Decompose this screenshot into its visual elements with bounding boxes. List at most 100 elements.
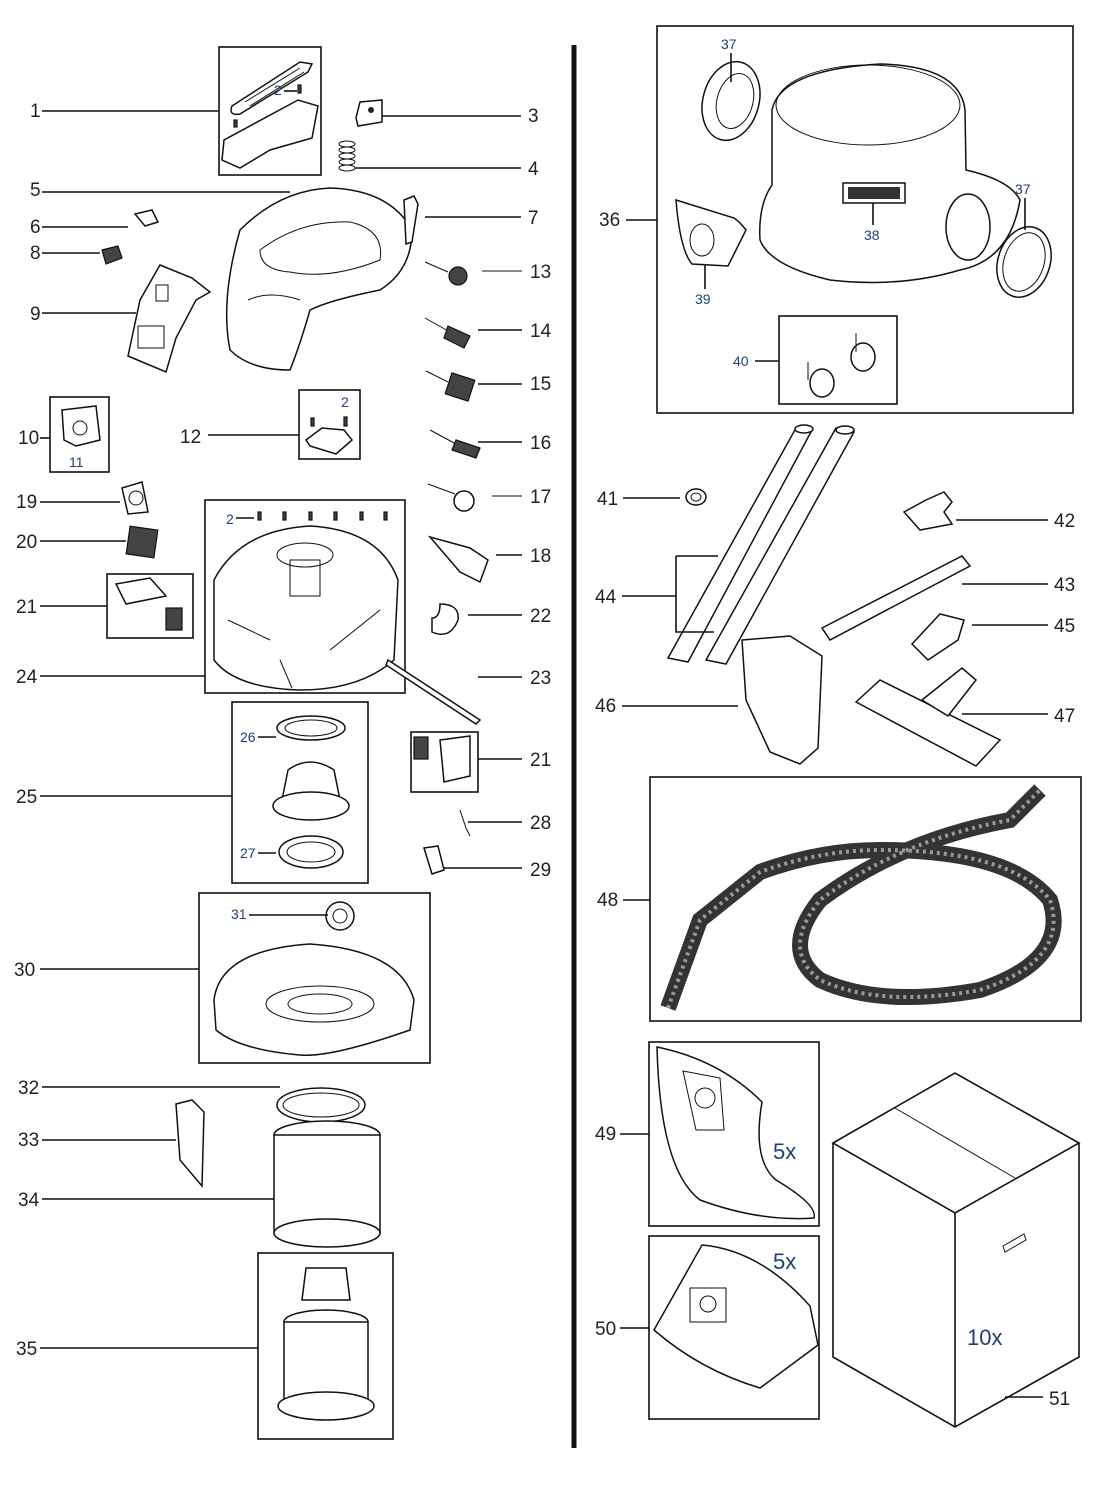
label-35: 35 [16, 1339, 37, 1360]
part-6-clip [133, 209, 160, 227]
label-15: 15 [530, 374, 551, 395]
part-49-paper-filter-bag [648, 1041, 820, 1227]
label-16: 16 [530, 433, 551, 454]
part-5-motor-cover [225, 187, 413, 371]
label-43: 43 [1054, 575, 1075, 596]
label-20: 20 [16, 532, 37, 553]
label-7: 7 [528, 208, 539, 229]
part-48-suction-hose [649, 776, 1082, 1022]
label-23: 23 [530, 668, 551, 689]
part-43-crevice-tool [820, 555, 972, 641]
label-3: 3 [528, 106, 539, 127]
part-47-floor-nozzle [854, 667, 1002, 767]
part-33-flap [175, 1099, 205, 1188]
part-4-spring [338, 140, 356, 172]
label-2-screw-b: 2 [341, 394, 349, 410]
label-9: 9 [30, 304, 41, 325]
label-24: 24 [16, 667, 38, 688]
part-22-hook [431, 603, 459, 635]
part-23-cable-strap [385, 658, 482, 725]
label-11: 11 [69, 454, 84, 470]
part-51-carton [831, 1072, 1081, 1428]
part-34-cartridge-filter [273, 1120, 381, 1248]
part-30-filter-housing [198, 892, 431, 1064]
label-19: 19 [16, 492, 37, 513]
part-9-switch-housing [127, 264, 212, 374]
label-13: 13 [530, 262, 551, 283]
part-14-plug [424, 317, 471, 349]
part-3-latch [355, 99, 383, 127]
label-2-screw-c: 2 [226, 511, 234, 527]
label-51: 51 [1049, 1389, 1070, 1410]
part-19-seal [121, 481, 149, 515]
part-17-plug [427, 483, 475, 512]
part-31-sensor [325, 901, 355, 931]
label-41: 41 [597, 489, 618, 510]
part-41-clip [685, 488, 707, 506]
label-46: 46 [595, 696, 616, 717]
label-36: 36 [599, 210, 620, 231]
label-50: 50 [595, 1319, 616, 1340]
label-30: 30 [14, 960, 35, 981]
label-28: 28 [530, 813, 551, 834]
label-4: 4 [528, 159, 539, 180]
quantity-50: 5x [773, 1249, 796, 1274]
label-18: 18 [530, 546, 551, 567]
part-27-gasket [278, 835, 344, 869]
label-44: 44 [595, 587, 617, 608]
part-42-crevice-nozzle [902, 491, 954, 531]
label-31: 31 [231, 906, 247, 922]
quantity-49: 5x [773, 1139, 796, 1164]
part-44-extension-tubes [666, 424, 856, 665]
part-8-knob [101, 245, 123, 265]
label-12: 12 [180, 427, 201, 448]
label-10: 10 [18, 428, 39, 449]
part-25-motor-assembly [231, 701, 369, 884]
part-13-plug [424, 261, 468, 286]
label-32: 32 [18, 1078, 39, 1099]
label-37-b: 37 [1015, 181, 1031, 197]
quantity-51: 10x [967, 1325, 1002, 1350]
part-35-filter-basket [257, 1252, 394, 1440]
label-1: 1 [30, 101, 41, 122]
label-25: 25 [16, 787, 37, 808]
label-21-a: 21 [16, 597, 37, 618]
label-2-screw: 2 [274, 82, 282, 98]
label-14: 14 [530, 321, 552, 342]
label-37-a: 37 [721, 36, 737, 52]
label-26: 26 [240, 729, 256, 745]
label-39: 39 [695, 291, 711, 307]
part-10-socket-box [49, 396, 110, 473]
label-5: 5 [30, 180, 41, 201]
screws-row [257, 511, 388, 521]
part-1-handle-assembly [218, 46, 322, 176]
label-45: 45 [1054, 616, 1075, 637]
part-18-connector [427, 535, 489, 584]
label-17: 17 [530, 487, 551, 508]
label-49: 49 [595, 1124, 616, 1145]
label-38: 38 [864, 227, 880, 243]
label-34: 34 [18, 1190, 40, 1211]
label-8: 8 [30, 243, 41, 264]
label-40: 40 [733, 353, 749, 369]
part-7-lever [403, 195, 419, 246]
label-33: 33 [18, 1130, 39, 1151]
part-21-filter-cover-kit [106, 573, 194, 639]
part-45-adapter [910, 613, 965, 661]
label-21-b: 21 [530, 750, 551, 771]
part-16-plug [429, 429, 481, 459]
label-27: 27 [240, 845, 256, 861]
label-6: 6 [30, 217, 41, 238]
part-12-bracket [298, 389, 361, 460]
part-21-filter-cover-kit-b [410, 731, 479, 793]
label-29: 29 [530, 860, 551, 881]
part-24-motor-housing [204, 499, 406, 694]
part-20-circuit-board [125, 525, 159, 559]
part-46-accessory-holder [741, 635, 823, 765]
label-42: 42 [1054, 511, 1075, 532]
part-15-plug [425, 370, 476, 402]
part-29-float-valve [423, 845, 445, 875]
part-28-pin [459, 809, 471, 837]
label-47: 47 [1054, 706, 1075, 727]
